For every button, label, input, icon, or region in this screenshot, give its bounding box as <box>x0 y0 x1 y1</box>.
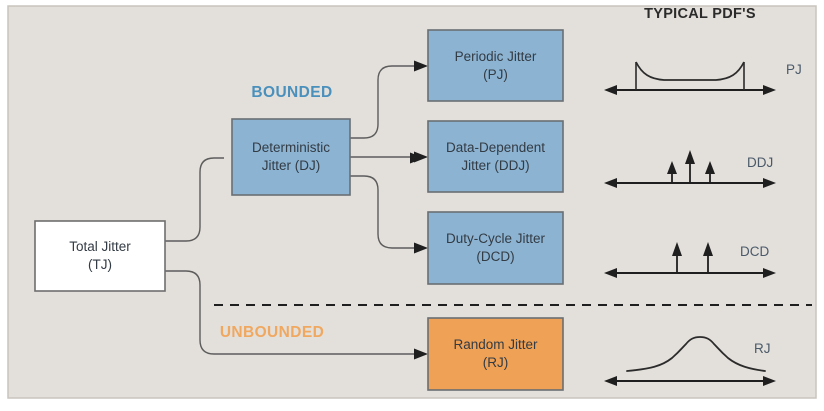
total-jitter-box[interactable] <box>34 220 166 292</box>
periodic-jitter-box[interactable] <box>427 29 564 102</box>
ddj-axis-arrow-left <box>604 178 617 188</box>
periodic-jitter-label-line2: (PJ) <box>483 67 508 82</box>
pdf-label-pj: PJ <box>786 62 802 77</box>
dcd-impulse-2-head <box>703 242 713 256</box>
pdf-label-rj: RJ <box>754 341 771 356</box>
random-jitter-box[interactable] <box>427 317 564 391</box>
panel-title: TYPICAL PDF'S <box>644 6 756 22</box>
node-periodic-jitter[interactable]: Periodic Jitter (PJ) <box>427 29 564 102</box>
figure-panel <box>7 5 817 399</box>
ddj-impulse-2-head <box>685 150 695 164</box>
pdf-label-ddj: DDJ <box>747 155 773 170</box>
pdf-plot-rj: RJ <box>604 336 776 386</box>
group-label-unbounded: UNBOUNDED <box>220 324 324 341</box>
duty-cycle-jitter-box[interactable] <box>427 211 564 285</box>
periodic-jitter-label-line1: Periodic Jitter <box>455 49 537 64</box>
duty-cycle-jitter-label-line2: (DCD) <box>476 249 514 264</box>
pdf-label-dcd: DCD <box>740 244 769 259</box>
arrowhead-ddj <box>414 151 428 163</box>
dcd-axis-arrow-left <box>604 268 617 278</box>
arrowhead-group <box>410 60 428 360</box>
duty-cycle-jitter-label-line1: Duty-Cycle Jitter <box>446 231 546 246</box>
data-dependent-jitter-label-line2: Jitter (DDJ) <box>461 158 529 173</box>
connector-tj-to-dj <box>165 157 224 242</box>
pdf-plot-pj: PJ <box>604 61 802 95</box>
arrowhead-dcd <box>414 242 428 254</box>
pj-axis-arrow-right <box>763 85 776 95</box>
group-label-bounded: BOUNDED <box>251 84 332 101</box>
pj-axis-arrow-left <box>604 85 617 95</box>
node-deterministic-jitter[interactable]: Deterministic Jitter (DJ) <box>231 118 351 196</box>
ddj-impulse-3-head <box>705 161 715 174</box>
node-random-jitter[interactable]: Random Jitter (RJ) <box>427 317 564 391</box>
pj-bathtub-curve <box>635 61 745 81</box>
data-dependent-jitter-box[interactable] <box>427 120 564 193</box>
connector-group <box>165 65 420 355</box>
connector-dj-to-pj <box>350 65 420 139</box>
deterministic-jitter-label-line1: Deterministic <box>252 140 330 155</box>
connector-tj-to-rj <box>165 270 420 355</box>
deterministic-jitter-box[interactable] <box>231 118 351 196</box>
ddj-axis-arrow-right <box>763 178 776 188</box>
node-total-jitter[interactable]: Total Jitter (TJ) <box>34 220 166 292</box>
random-jitter-label-line2: (RJ) <box>483 355 509 370</box>
arrowhead-pj <box>414 60 428 72</box>
node-duty-cycle-jitter[interactable]: Duty-Cycle Jitter (DCD) <box>427 211 564 285</box>
total-jitter-label-line2: (TJ) <box>88 257 112 272</box>
deterministic-jitter-label-line2: Jitter (DJ) <box>262 158 321 173</box>
rj-axis-arrow-right <box>763 376 776 386</box>
ddj-impulse-1-head <box>667 161 677 174</box>
total-jitter-label-line1: Total Jitter <box>69 239 131 254</box>
data-dependent-jitter-label-line1: Data-Dependent <box>446 140 545 155</box>
dcd-impulse-1-head <box>672 242 682 256</box>
connector-dj-to-dcd <box>350 175 420 249</box>
pdf-plot-ddj: DDJ <box>604 150 776 188</box>
node-data-dependent-jitter[interactable]: Data-Dependent Jitter (DDJ) <box>427 120 564 193</box>
pdf-plot-dcd: DCD <box>604 242 776 278</box>
arrowhead-rj <box>414 348 428 360</box>
rj-axis-arrow-left <box>604 376 617 386</box>
rj-gaussian-curve <box>626 336 766 372</box>
dcd-axis-arrow-right <box>763 268 776 278</box>
random-jitter-label-line1: Random Jitter <box>453 337 538 352</box>
